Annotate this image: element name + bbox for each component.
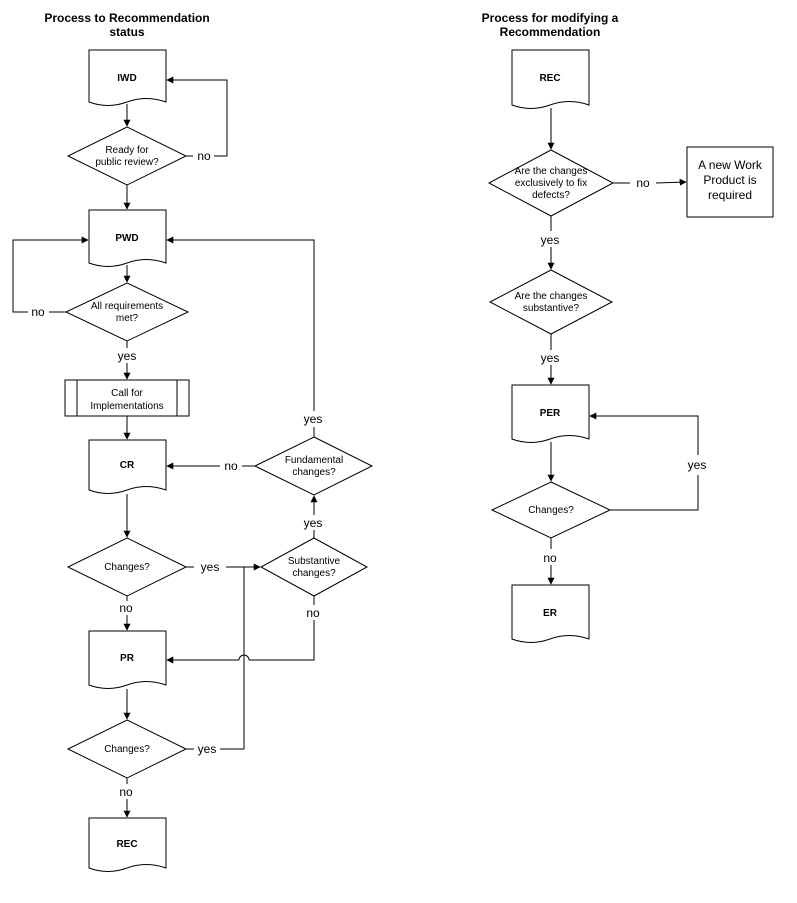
pwd-document-node[interactable]: PWD bbox=[88, 209, 167, 267]
fundamental-line1: Fundamental bbox=[285, 455, 343, 466]
substantive-changes-decision[interactable]: Substantive changes? bbox=[259, 537, 369, 597]
changes-2-label: Changes? bbox=[104, 744, 150, 755]
cr-document-node[interactable]: CR bbox=[88, 439, 167, 494]
right-title-line1: Process for modifying a bbox=[482, 11, 619, 25]
new-wp-line1: A new Work bbox=[698, 158, 763, 172]
edge-label-subst-no: no bbox=[306, 606, 320, 620]
ready-review-line1: Ready for bbox=[105, 145, 149, 156]
new-wp-line2: Product is bbox=[703, 173, 756, 187]
changes-1-label: Changes? bbox=[104, 562, 150, 573]
right-connectors bbox=[547, 108, 699, 585]
edge-label-right-changes-no: no bbox=[543, 551, 557, 565]
right-changes-decision[interactable]: Changes? bbox=[490, 481, 612, 539]
defects-decision[interactable]: Are the changes exclusively to fix defec… bbox=[487, 149, 615, 217]
requirements-decision[interactable]: All requirements met? bbox=[64, 282, 190, 342]
per-label: PER bbox=[540, 408, 561, 419]
defects-line2: exclusively to fix bbox=[515, 178, 587, 189]
call-for-implementations-process[interactable]: Call for Implementations bbox=[64, 379, 190, 417]
pwd-label: PWD bbox=[115, 233, 138, 244]
er-document-node[interactable]: ER bbox=[511, 584, 590, 643]
edge-label-subst-yes: yes bbox=[304, 516, 323, 530]
rec-document-node-right[interactable]: REC bbox=[511, 49, 590, 109]
cr-label: CR bbox=[120, 460, 135, 471]
edge-label-defects-yes: yes bbox=[541, 233, 560, 247]
requirements-line2: met? bbox=[116, 313, 139, 324]
edge-label-changes2-no: no bbox=[119, 785, 133, 799]
per-document-node[interactable]: PER bbox=[511, 384, 590, 443]
edge-label-fund-yes: yes bbox=[304, 412, 323, 426]
new-work-product-node[interactable]: A new Work Product is required bbox=[686, 146, 774, 218]
requirements-line1: All requirements bbox=[91, 301, 163, 312]
ready-review-line2: public review? bbox=[95, 157, 159, 168]
right-changes-label: Changes? bbox=[528, 505, 574, 516]
edge-label-fund-no: no bbox=[224, 459, 238, 473]
ready-review-decision[interactable]: Ready for public review? bbox=[66, 126, 188, 186]
er-label: ER bbox=[543, 608, 558, 619]
edge-label-req-yes: yes bbox=[118, 349, 137, 363]
new-wp-line3: required bbox=[708, 188, 752, 202]
edge-label-right-subst-yes: yes bbox=[541, 351, 560, 365]
fundamental-line2: changes? bbox=[292, 467, 336, 478]
pr-label: PR bbox=[120, 653, 135, 664]
pr-document-node[interactable]: PR bbox=[88, 630, 167, 689]
call-line2: Implementations bbox=[90, 401, 163, 412]
left-connectors bbox=[12, 76, 318, 818]
defects-line3: defects? bbox=[532, 190, 570, 201]
left-flow: Process to Recommendation status IWD Rea… bbox=[12, 11, 374, 872]
substantive-line1: Substantive bbox=[288, 556, 341, 567]
rec-right-label: REC bbox=[539, 73, 560, 84]
changes-decision-1[interactable]: Changes? bbox=[66, 537, 188, 597]
edge-label-changes1-yes: yes bbox=[201, 560, 220, 574]
substantive-line2: changes? bbox=[292, 568, 336, 579]
left-title-line1: Process to Recommendation bbox=[44, 11, 209, 25]
rec-left-label: REC bbox=[116, 839, 137, 850]
edge-label-req-no: no bbox=[31, 305, 45, 319]
right-substantive-decision[interactable]: Are the changes substantive? bbox=[488, 269, 614, 335]
edge-label-ready-no: no bbox=[197, 149, 211, 163]
call-line1: Call for bbox=[111, 388, 143, 399]
iwd-label: IWD bbox=[117, 73, 136, 84]
right-flow: Process for modifying a Recommendation R… bbox=[482, 11, 774, 643]
fundamental-changes-decision[interactable]: Fundamental changes? bbox=[253, 436, 374, 496]
edge-label-right-changes-yes: yes bbox=[688, 458, 707, 472]
edge-label-defects-no: no bbox=[636, 176, 650, 190]
iwd-document-node[interactable]: IWD bbox=[88, 49, 167, 106]
right-title-line2: Recommendation bbox=[500, 25, 601, 39]
edge-label-changes2-yes: yes bbox=[198, 742, 217, 756]
edge-label-changes1-no: no bbox=[119, 601, 133, 615]
left-title-line2: status bbox=[109, 25, 145, 39]
defects-line1: Are the changes bbox=[515, 166, 588, 177]
right-subst-line1: Are the changes bbox=[515, 291, 588, 302]
rec-document-node-left[interactable]: REC bbox=[88, 817, 167, 872]
right-subst-line2: substantive? bbox=[523, 303, 580, 314]
changes-decision-2[interactable]: Changes? bbox=[66, 719, 188, 779]
